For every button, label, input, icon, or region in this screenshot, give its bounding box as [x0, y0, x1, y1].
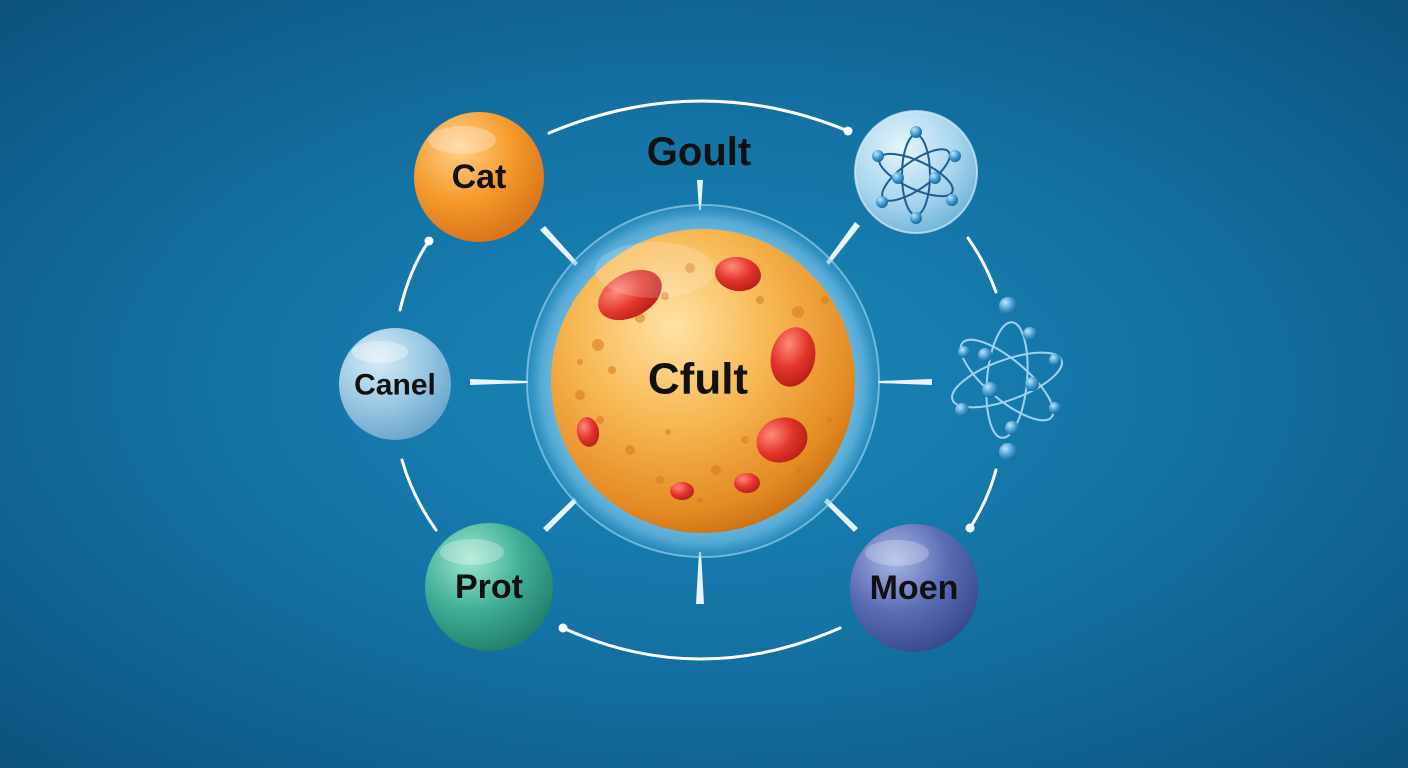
- node-prot-label: Prot: [455, 568, 523, 606]
- center-spokes: [470, 180, 932, 604]
- molecule-orbit-icon: [951, 297, 1063, 461]
- center-highlight: [595, 242, 715, 298]
- node-cat-label: Cat: [452, 158, 507, 196]
- organelle: [756, 417, 808, 463]
- node-prot-ball: [425, 523, 553, 651]
- ring-arc-lower-left: [400, 458, 438, 532]
- organelle: [734, 473, 760, 493]
- spoke-lower-left: [543, 498, 577, 532]
- center-cell: Cfult: [526, 204, 880, 558]
- ring-arc-right-upper: [966, 236, 998, 294]
- ring-dot: [965, 523, 975, 533]
- node-prot-shine: [440, 539, 504, 565]
- ring-arc-right-lower: [968, 468, 998, 530]
- ring-arc-top: [547, 99, 850, 135]
- center-halo-rim: [526, 204, 880, 558]
- ring-arc-bottom: [561, 626, 842, 661]
- organelle: [770, 327, 816, 387]
- ring-dot: [424, 236, 434, 246]
- spoke-upper-right: [826, 222, 860, 265]
- spoke-bottom: [696, 552, 704, 604]
- node-canel: Canel: [339, 328, 451, 440]
- organelle: [670, 482, 694, 500]
- node-moen-ball: [850, 524, 978, 652]
- ring-endpoint-dots: [424, 126, 975, 633]
- node-canel-label: Canel: [354, 369, 436, 402]
- node-prot: Prot: [425, 523, 553, 651]
- spoke-top: [697, 180, 703, 210]
- organelle: [715, 256, 761, 292]
- node-moen-label: Moen: [870, 569, 959, 607]
- top-label: Goult: [647, 130, 751, 174]
- organelle: [576, 417, 600, 447]
- center-label: Cfult: [648, 355, 749, 404]
- connector-ring: [398, 99, 998, 661]
- spoke-right: [878, 379, 932, 385]
- organelle: [598, 269, 662, 321]
- node-canel-ball: [339, 328, 451, 440]
- spoke-left: [470, 379, 528, 385]
- node-cat-shine: [428, 126, 496, 154]
- ring-dot: [558, 623, 568, 633]
- spoke-lower-right: [824, 498, 858, 532]
- node-moen-shine: [865, 540, 929, 566]
- node-cat-ball: [414, 112, 544, 242]
- node-moen: Moen: [850, 524, 978, 652]
- center-texture-spots: [575, 263, 833, 503]
- spoke-upper-left: [540, 226, 578, 266]
- node-cat: Cat: [414, 112, 544, 242]
- atom-icon: [854, 110, 978, 234]
- node-canel-shine: [352, 341, 408, 363]
- ring-dot: [843, 126, 853, 136]
- center-red-organelles: [576, 256, 816, 500]
- ring-arc-upper-left: [398, 239, 431, 312]
